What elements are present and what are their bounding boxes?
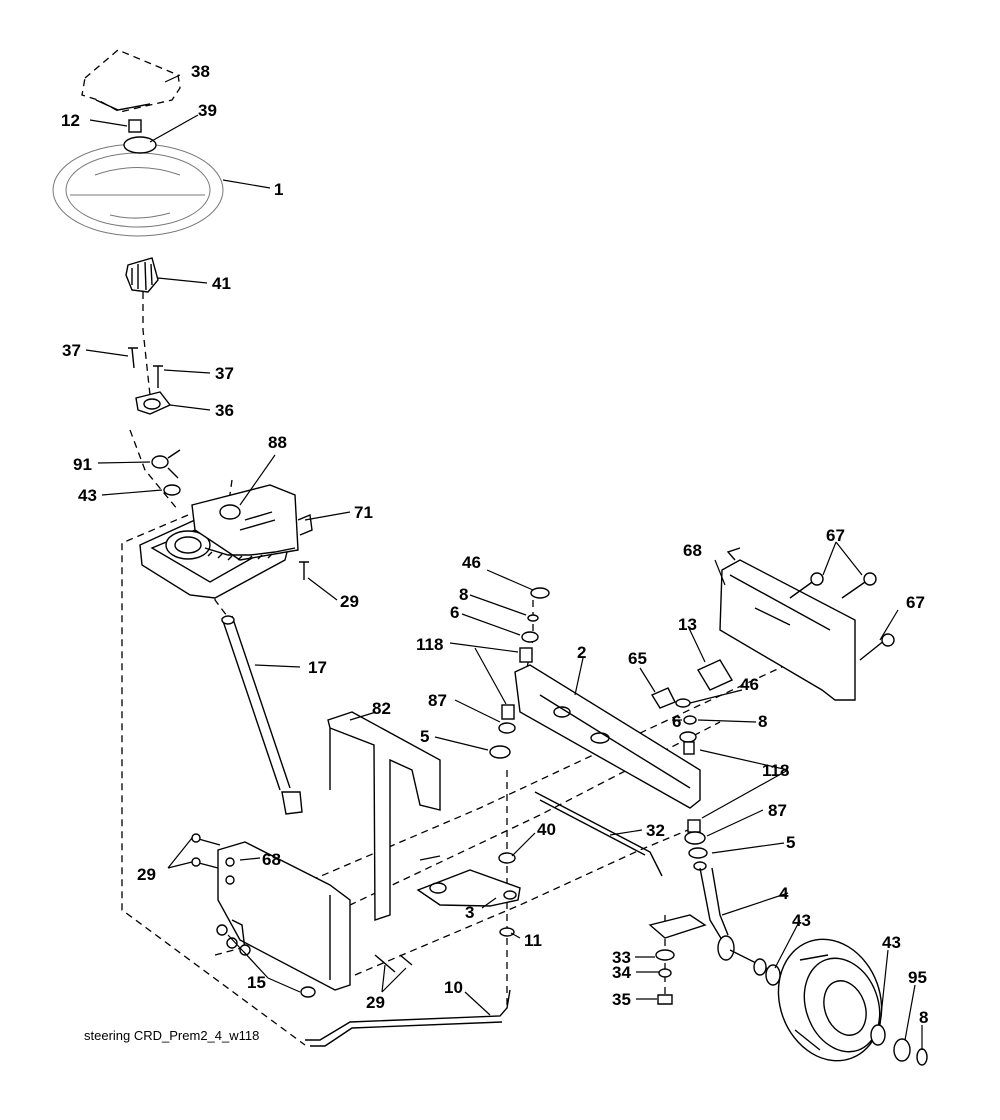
callout-29a: 29 — [340, 592, 359, 611]
callout-32: 32 — [646, 821, 665, 840]
callout-37b: 37 — [215, 364, 234, 383]
callout-87a: 87 — [428, 691, 447, 710]
bolts-29-left — [191, 833, 221, 869]
tie-rod-32 — [534, 791, 663, 877]
bolts-37 — [128, 347, 163, 388]
callout-118a: 118 — [416, 635, 443, 654]
callout-67a: 67 — [826, 526, 845, 545]
callout-36: 36 — [215, 401, 234, 420]
callout-29c: 29 — [366, 993, 385, 1012]
adapter-41 — [125, 257, 159, 293]
callout-88: 88 — [268, 433, 287, 452]
callout-67b: 67 — [906, 593, 925, 612]
bolts-29-right — [374, 954, 413, 973]
callout-6a: 6 — [450, 603, 459, 622]
washer-43-top — [163, 484, 181, 496]
callout-12: 12 — [61, 111, 80, 130]
bracket-82 — [327, 711, 441, 921]
nuts-15 — [216, 924, 316, 998]
callout-87b: 87 — [768, 801, 787, 820]
bolts-67 — [789, 572, 895, 661]
callout-4: 4 — [779, 884, 789, 903]
steering-arm-3 — [416, 852, 521, 937]
washer-91 — [151, 449, 181, 479]
callout-82: 82 — [372, 699, 391, 718]
callout-43c: 43 — [882, 933, 901, 952]
callout-13: 13 — [678, 615, 697, 634]
spindle-stack-left — [489, 587, 550, 759]
callout-38: 38 — [191, 62, 210, 81]
callout-71: 71 — [354, 503, 373, 522]
callout-15: 15 — [247, 973, 266, 992]
callout-43a: 43 — [78, 486, 97, 505]
callout-37a: 37 — [62, 341, 81, 360]
drag-link-17 — [221, 615, 303, 815]
diagram-caption: steering CRD_Prem2_4_w118 — [84, 1028, 259, 1043]
callout-5a: 5 — [420, 727, 429, 746]
hardware-33-35 — [655, 949, 675, 1005]
steering-cap-38 — [81, 49, 181, 113]
spindle-stack-right — [675, 698, 708, 871]
callout-29b: 29 — [137, 865, 156, 884]
spacer-65 — [650, 687, 676, 709]
spacer-13 — [696, 659, 734, 691]
callout-11: 11 — [524, 931, 542, 950]
callout-6b: 6 — [672, 712, 681, 731]
callout-3: 3 — [465, 903, 474, 922]
spindle-4 — [648, 867, 781, 986]
callout-35: 35 — [612, 990, 631, 1009]
callout-5b: 5 — [786, 833, 795, 852]
callout-46b: 46 — [740, 675, 759, 694]
callout-10: 10 — [444, 978, 463, 997]
steering-wheel-1 — [52, 119, 224, 237]
callout-65: 65 — [628, 649, 647, 668]
callout-8a: 8 — [459, 585, 468, 604]
wheel-washers — [870, 1024, 928, 1066]
callout-95: 95 — [908, 968, 927, 987]
callout-118b: 118 — [762, 761, 789, 780]
callout-1: 1 — [274, 180, 283, 199]
bracket-68-bottom — [217, 841, 351, 991]
front-axle-2 — [514, 664, 701, 809]
callout-17: 17 — [308, 658, 327, 677]
callout-33: 33 — [612, 948, 631, 967]
callout-8c: 8 — [919, 1008, 928, 1027]
dashed-guide-lines — [121, 268, 841, 1046]
bracket-68-top — [719, 547, 856, 701]
callout-41: 41 — [212, 274, 231, 293]
callout-39: 39 — [198, 101, 217, 120]
callout-43b: 43 — [792, 911, 811, 930]
rod-10 — [305, 989, 511, 1047]
callout-46a: 46 — [462, 553, 481, 572]
callout-40: 40 — [537, 820, 556, 839]
gear-box-71 — [139, 484, 313, 599]
bolt-29-top — [299, 561, 309, 580]
callout-68b: 68 — [262, 850, 281, 869]
callout-labels: 38 12 39 1 41 37 37 36 88 91 43 71 29 17… — [61, 62, 928, 1027]
callout-91: 91 — [73, 455, 92, 474]
callout-68a: 68 — [683, 541, 702, 560]
leader-lines — [85, 74, 923, 1050]
callout-34: 34 — [612, 963, 631, 982]
wheel — [777, 938, 883, 1062]
callout-8b: 8 — [758, 712, 767, 731]
bushing-36 — [135, 391, 172, 415]
callout-2: 2 — [577, 643, 586, 662]
